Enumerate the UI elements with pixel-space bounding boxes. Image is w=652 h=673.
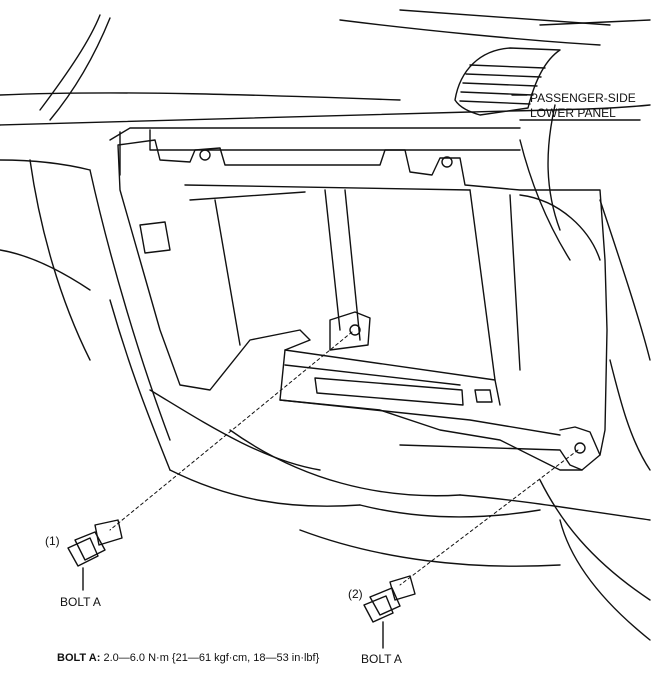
torque-value: 2.0—6.0 N·m {21—61 kgf·cm, 18—53 in·lbf} [103,652,320,664]
torque-spec: BOLT A: 2.0—6.0 N·m {21—61 kgf·cm, 18—53… [57,652,319,665]
panel-label-line1: PASSENGER-SIDE [530,91,636,105]
bolt2-leader-line [399,449,579,586]
bolt1-leader-line [109,331,353,531]
bolt-leader-lines [109,331,579,586]
panel-label-line2: LOWER PANEL [530,106,616,120]
bolt1-label: BOLT A [60,595,101,609]
bolt2-number: (2) [348,587,363,601]
bolt1-number: (1) [45,534,60,548]
bolt2-label: BOLT A [361,652,402,666]
lower-panel [117,139,608,471]
bolt-a-1-icon [67,519,123,591]
air-vent-icon [454,47,561,116]
bolt-a-2-icon [363,575,416,649]
torque-bolt-name: BOLT A: [57,652,101,664]
